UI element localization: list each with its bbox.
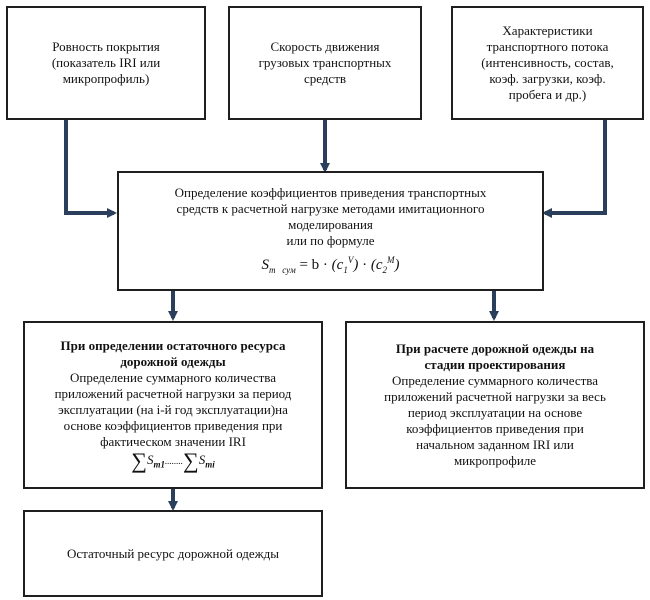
- box-residual-resource-result: Остаточный ресурс дорожной одежды: [23, 510, 323, 597]
- left-line-3: эксплуатации (на i-й год эксплуатации)на: [58, 401, 288, 417]
- traffic-line-4: коэф. загрузки, коэф.: [489, 71, 606, 86]
- left-line-5: фактическом значении IRI: [100, 433, 246, 449]
- roughness-line-3: микропрофиль): [62, 71, 150, 86]
- roughness-line-1: Ровность покрытия: [52, 39, 160, 54]
- arrow-roughness-to-center: [64, 120, 117, 218]
- traffic-line-2: транспортного потока: [486, 39, 609, 54]
- left-line-1: Определение суммарного количества: [69, 369, 277, 385]
- right-line-5: начальном заданном IRI или: [416, 437, 574, 452]
- left-heading-line-1: При определении остаточного ресурса: [60, 337, 286, 353]
- box-traffic-characteristics: Характеристики транспортного потока (инт…: [451, 6, 644, 120]
- load-coefficient-formula: Sm сум = b · (c1V) · (c2M): [261, 254, 400, 275]
- center-line-2: средств к расчетной нагрузке методами им…: [176, 200, 485, 216]
- center-line-3: моделирования: [288, 216, 373, 232]
- right-heading-line-1: При расчете дорожной одежды на: [395, 341, 595, 356]
- arrow-traffic-to-center: [542, 120, 607, 218]
- right-heading-line-2: стадии проектирования: [424, 357, 566, 372]
- traffic-line-1: Характеристики: [502, 23, 593, 38]
- speed-line-2: грузовых транспортных: [258, 55, 392, 70]
- box-residual-resource-calc: При определении остаточного ресурса доро…: [23, 321, 323, 489]
- traffic-line-5: пробега и др.): [508, 87, 587, 102]
- box-surface-roughness: Ровность покрытия (показатель IRI или ми…: [6, 6, 206, 120]
- traffic-line-3: (интенсивность, состав,: [481, 55, 614, 70]
- right-line-4: коэффициентов приведения при: [406, 421, 584, 436]
- load-sum-formula: ∑Sm1........∑Smi: [131, 447, 215, 473]
- result-text: Остаточный ресурс дорожной одежды: [66, 545, 280, 561]
- left-line-2: приложений расчетной нагрузки за период: [54, 385, 292, 401]
- box-design-stage-calc: При расчете дорожной одежды на стадии пр…: [345, 321, 645, 489]
- roughness-line-2: (показатель IRI или: [51, 55, 161, 70]
- right-line-2: приложений расчетной нагрузки за весь: [384, 389, 606, 404]
- right-line-3: период эксплуатации на основе: [407, 405, 583, 420]
- right-line-6: микропрофиле: [453, 453, 537, 468]
- box-coefficient-determination: Определение коэффициентов приведения тра…: [117, 171, 544, 291]
- box-truck-speed: Скорость движения грузовых транспортных …: [228, 6, 422, 120]
- left-line-4: основе коэффициентов приведения при: [63, 417, 283, 433]
- right-line-1: Определение суммарного количества: [391, 373, 599, 388]
- speed-line-1: Скорость движения: [270, 39, 380, 54]
- left-heading-line-2: дорожной одежды: [120, 353, 226, 369]
- center-line-4: или по формуле: [286, 232, 375, 248]
- center-line-1: Определение коэффициентов приведения тра…: [174, 184, 487, 200]
- speed-line-3: средств: [303, 71, 347, 86]
